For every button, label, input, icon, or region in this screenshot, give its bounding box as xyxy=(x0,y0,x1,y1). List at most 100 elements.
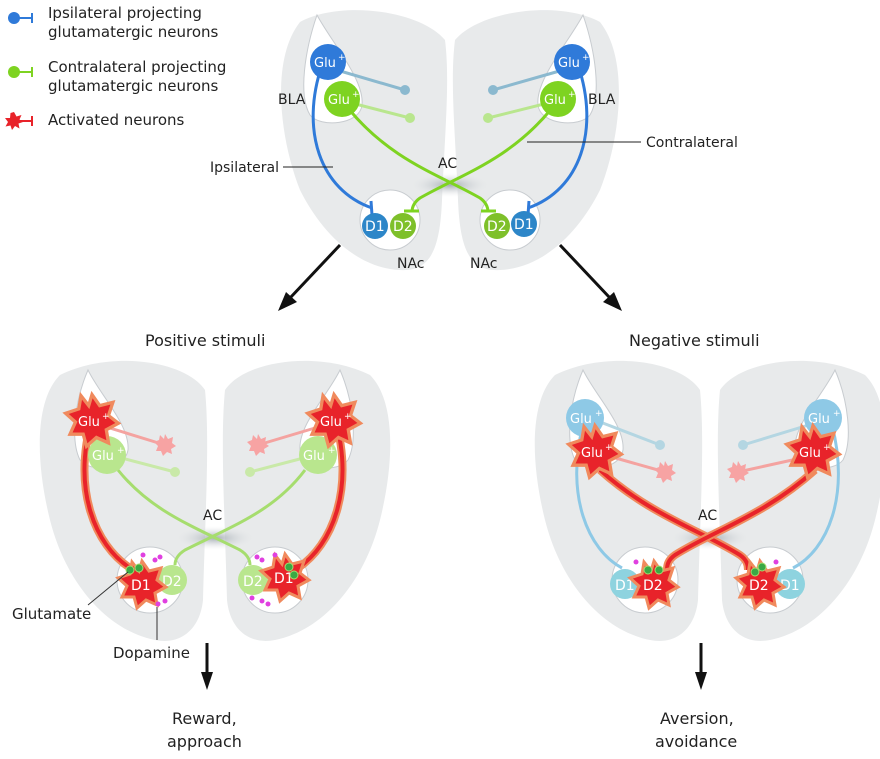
green-neuron-icon xyxy=(8,66,33,78)
glu-neuron-green-faded-left: Glu + xyxy=(88,436,126,474)
ipsilateral-axon-right xyxy=(296,417,345,570)
dopamine-molecules xyxy=(633,559,779,565)
terminal-blue-right xyxy=(738,440,748,450)
d1-label: D1 xyxy=(780,578,800,594)
ac-label: AC xyxy=(698,508,717,524)
glu-neuron-green-left: Glu + xyxy=(324,81,360,117)
glu-label: Glu xyxy=(570,412,592,427)
d2-label: D2 xyxy=(243,574,263,590)
d2-label: D2 xyxy=(643,578,663,594)
positive-stimuli-title: Positive stimuli xyxy=(145,331,265,350)
negative-outcome-arrow xyxy=(695,643,707,690)
glutamate-annotation: Glutamate xyxy=(12,605,91,623)
blue-neuron-icon xyxy=(8,12,33,24)
d2-label: D2 xyxy=(487,219,507,235)
positive-outcome-arrow xyxy=(201,643,213,690)
contralateral-axon-right xyxy=(665,468,817,571)
d1-receptor-faded-right: D1 xyxy=(775,569,805,599)
glu-sup: + xyxy=(102,412,110,422)
bla-right-label: BLA xyxy=(588,92,616,108)
negative-stimuli-title: Negative stimuli xyxy=(629,331,760,350)
glu-sup: + xyxy=(582,53,590,63)
glu-sup: + xyxy=(605,443,613,453)
terminal-green-right xyxy=(245,467,255,477)
d1-receptor-left: D1 xyxy=(362,213,388,239)
glu-label: Glu xyxy=(544,93,566,108)
glu-neuron-activated-left: Glu + xyxy=(63,392,121,448)
glu-sup: + xyxy=(595,409,603,419)
ac-label: AC xyxy=(203,508,222,524)
top-brain-diagram: Glu + Glu + Glu + Glu + D1 D2 D2 xyxy=(210,10,738,272)
contralateral-axon-right xyxy=(410,107,554,213)
d2-receptor-activated-right: D2 xyxy=(734,559,786,610)
legend-label-contralateral: Contralateral projecting glutamatergic n… xyxy=(48,58,226,96)
glu-sup: + xyxy=(833,409,841,419)
contralateral-axon-left xyxy=(598,468,750,571)
dopamine-molecules xyxy=(140,552,278,607)
d1-label: D1 xyxy=(365,219,385,235)
d1-label: D1 xyxy=(615,578,635,594)
glu-label: Glu xyxy=(808,412,830,427)
terminal-blue-right xyxy=(488,85,498,95)
positive-outcome-line1: Reward, xyxy=(172,709,237,728)
contralateral-label: Contralateral xyxy=(646,135,738,151)
glu-neuron-blue-right: Glu + xyxy=(554,44,590,80)
legend-line1: Activated neurons xyxy=(48,111,185,129)
glu-label: Glu xyxy=(328,93,350,108)
terminal-blue-left xyxy=(655,440,665,450)
glu-label: Glu xyxy=(581,446,603,461)
glu-sup: + xyxy=(568,90,576,100)
glu-label: Glu xyxy=(320,415,342,430)
nac-left-label: NAc xyxy=(397,256,425,272)
d1-receptor-activated-left: D1 xyxy=(116,559,168,610)
legend-line1: Contralateral projecting xyxy=(48,58,227,76)
ac-commissure xyxy=(410,173,490,197)
right-hemisphere-lobe xyxy=(717,360,880,641)
glu-sup: + xyxy=(328,446,336,456)
nac-right-label: NAc xyxy=(470,256,498,272)
ac-label: AC xyxy=(438,156,457,172)
glu-label: Glu xyxy=(314,56,336,71)
glu-label: Glu xyxy=(558,56,580,71)
positive-brain-diagram: Glu + Glu + Glu + Glu + D2 D1 D2 xyxy=(39,360,391,641)
glutamate-vesicles xyxy=(643,562,767,577)
dopamine-annotation: Dopamine xyxy=(113,644,190,662)
legend-label-activated: Activated neurons xyxy=(48,111,184,130)
d1-receptor-activated-right: D1 xyxy=(259,552,311,603)
ipsilateral-axon-left xyxy=(311,64,373,210)
bla-left-label: BLA xyxy=(278,92,306,108)
terminal-green-left xyxy=(170,467,180,477)
glu-sup: + xyxy=(338,53,346,63)
glu-neuron-green-right: Glu + xyxy=(540,81,576,117)
legend-line2: glutamatergic neurons xyxy=(48,77,219,95)
negative-brain-diagram: Glu + Glu + Glu + Glu + D1 D2 D1 xyxy=(534,360,880,641)
terminal-blue-left xyxy=(400,85,410,95)
glu-sup: + xyxy=(823,443,831,453)
terminal-green-right xyxy=(483,113,493,123)
glutamate-leader-line xyxy=(87,571,129,606)
glu-sup: + xyxy=(352,90,360,100)
contralateral-axon-left xyxy=(116,469,252,566)
d2-receptor-activated-left: D2 xyxy=(628,559,680,610)
d2-label: D2 xyxy=(393,219,413,235)
d2-receptor-left: D2 xyxy=(390,213,416,239)
d2-label: D2 xyxy=(749,578,769,594)
branch-arrow-left xyxy=(278,243,342,311)
branch-arrow-right xyxy=(558,243,622,311)
glu-neuron-blue-left: Glu + xyxy=(310,44,346,80)
terminal-green-left xyxy=(405,113,415,123)
contralateral-axon-right xyxy=(173,469,307,566)
d1-label: D1 xyxy=(274,571,294,587)
glu-label: Glu xyxy=(78,415,100,430)
glu-sup: + xyxy=(344,412,352,422)
legend-line1: Ipsilateral projecting xyxy=(48,4,202,22)
positive-outcome-line2: approach xyxy=(167,732,242,751)
glu-label: Glu xyxy=(799,446,821,461)
glu-label: Glu xyxy=(303,449,325,464)
ipsilateral-axon-right xyxy=(792,424,840,570)
glu-neuron-activated-right: Glu + xyxy=(784,423,842,479)
d1-receptor-right: D1 xyxy=(511,211,537,237)
glu-neuron-activated-right: Glu + xyxy=(305,392,363,448)
negative-outcome-line2: avoidance xyxy=(655,732,737,751)
